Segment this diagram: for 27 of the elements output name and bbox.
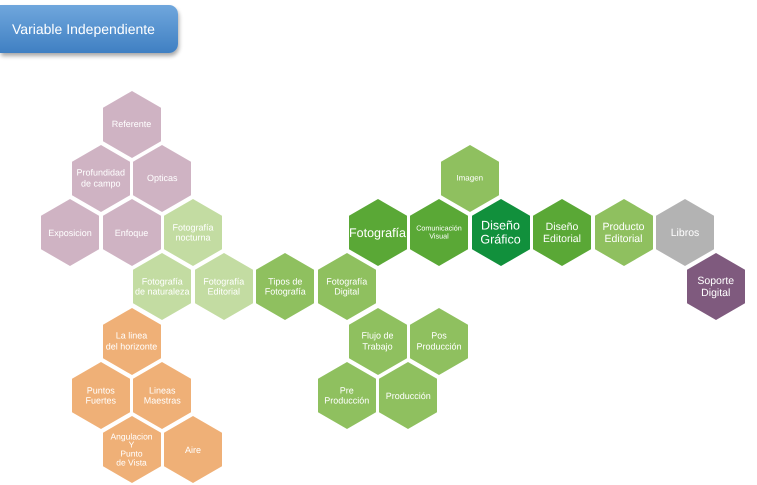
topic-label: Exposicion [48,227,92,238]
topic-label: Profundidad de campo [76,168,126,189]
topic-label: Diseño Gráfico [480,218,521,247]
topic-label: Fotografía Editorial [203,276,244,298]
topic-label: Fotografía Digital [326,276,368,298]
topic-label: Tipos de Fotografía [264,276,306,298]
topic-label: Angulacion Y Punto de Vista [110,432,153,468]
topic-label: Referente [112,118,152,130]
topic-label: Aire [185,444,201,455]
title-banner: Variable Independiente [0,5,178,53]
topic-label: Soporte Digital [697,274,734,299]
topic-label: Flujo de Trabajo [361,330,394,352]
topic-label: Imagen [456,174,484,183]
topic-label: Enfoque [114,227,148,238]
topic-label: La linea del horizonte [106,330,158,352]
topic-label: Puntos Fuertes [86,385,116,406]
topic-label: Producción [386,390,431,401]
topic-label: Fotografía nocturna [172,222,214,243]
topic-label: Pre Producción [324,385,370,406]
topic-label: Producto Editorial [602,220,645,245]
topic-label: Lineas Maestras [144,385,181,406]
topic-label: Pos Producción [416,330,462,352]
topic-label: Fotografía de naturaleza [134,276,190,298]
topic-label: Fotografía [349,225,406,240]
topic-label: Libros [670,226,700,239]
topic-label: Opticas [147,173,178,184]
topic-label: Diseño Editorial [543,220,581,245]
